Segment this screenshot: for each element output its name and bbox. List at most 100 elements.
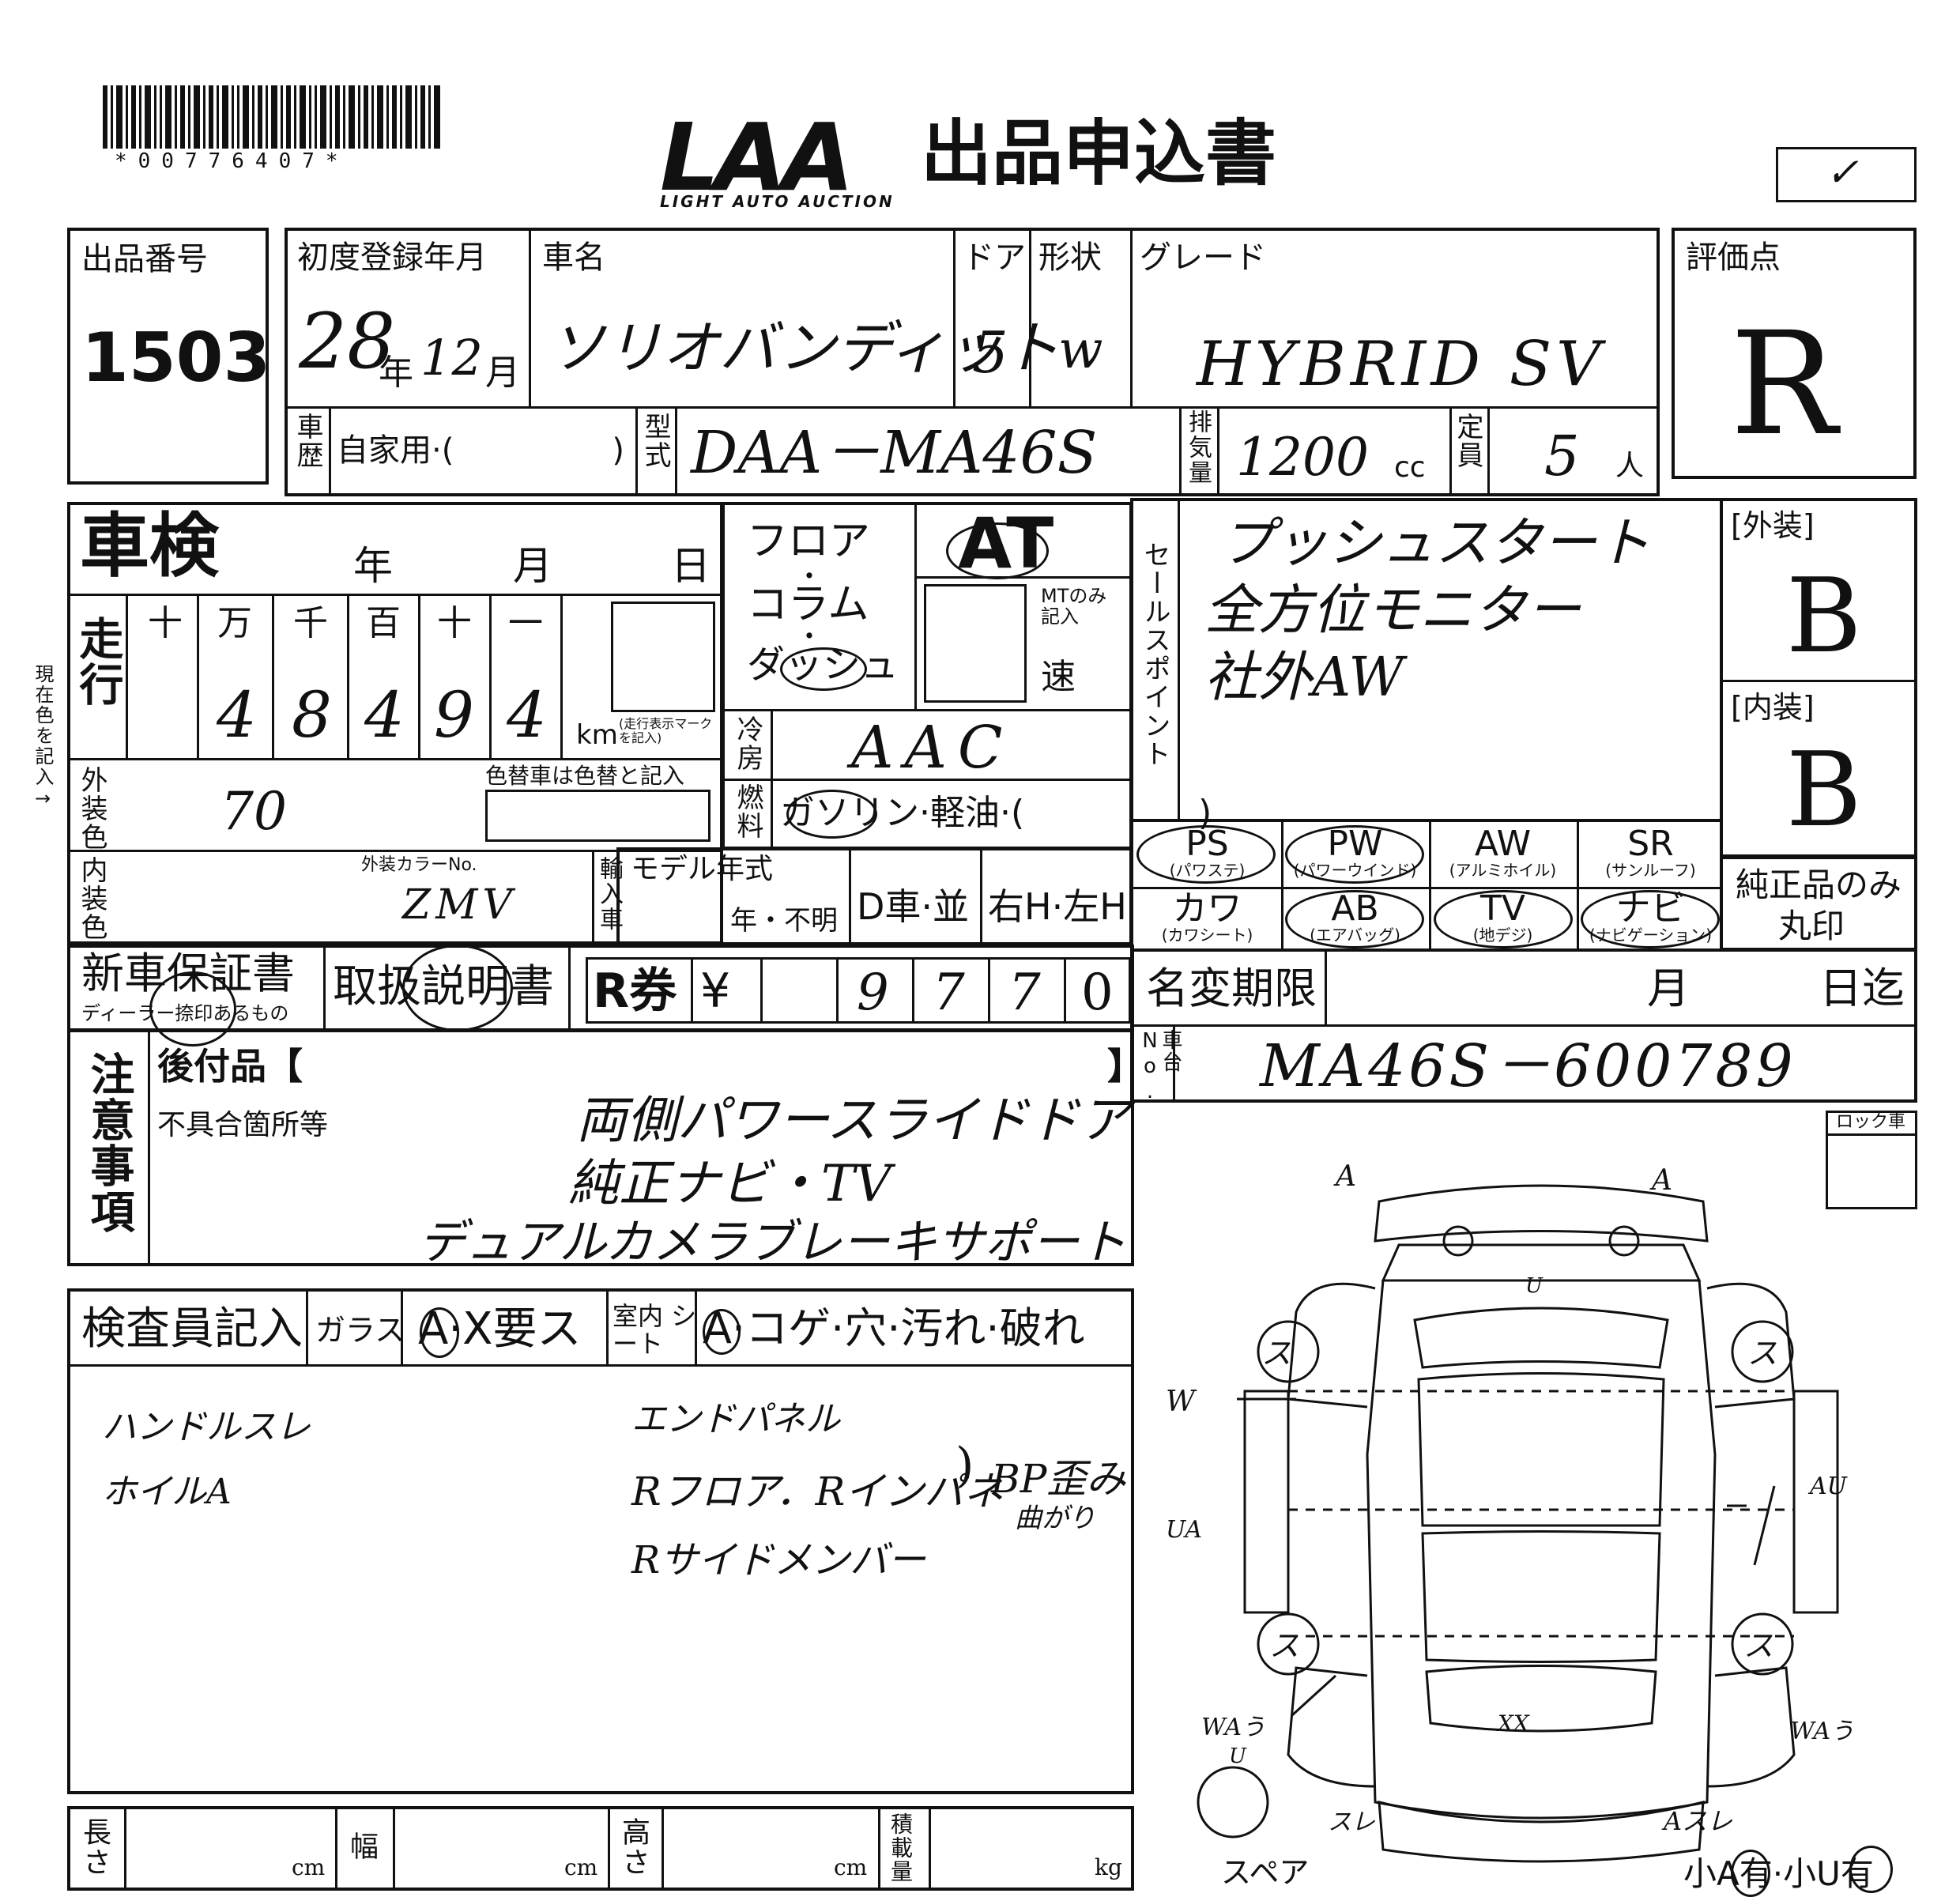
mileage-header: 百 [366,603,401,643]
notes-label: 注意事項 [83,1051,134,1235]
equip-circle [1285,890,1424,948]
mileage-header: 十 [437,603,472,643]
car-name: ソリオバンディット [548,315,1060,381]
right-side-panel [1792,1390,1839,1614]
rear-bumper [1378,1801,1705,1863]
repaint-note: 色替車は色替と記入 [485,763,685,789]
recycle-digit: 7 [933,964,965,1022]
retrofit-label: 後付品【 [157,1045,303,1088]
diagram-mark: ス [1743,1628,1773,1663]
inspection-block: 車検 年 月 日 走行 十 万 千 百 十 一 4 8 4 9 4 km (走行… [67,502,723,945]
note-line: 純正ナビ・TV [568,1155,891,1213]
diagram-mark: U [1525,1274,1544,1298]
diagram-mark: WAう [1201,1714,1265,1741]
mileage-label: 走行 [72,616,123,707]
load-label: 積載量 [888,1812,914,1884]
interior-options: A·コゲ·穴·汚れ·破れ [703,1303,1085,1353]
equip-leather: カワ(カワシート) [1161,888,1253,945]
diagram-mark: U [1229,1744,1247,1768]
bracket: ) [956,1438,974,1493]
model-code: DAA－MA46S [691,419,1098,487]
diagram-mark: A [1333,1160,1356,1193]
genuine-note-2: 丸印 [1778,907,1845,945]
recycle-digit: 7 [1008,964,1041,1022]
mileage-header: 一 [508,603,543,643]
shift-column: コラム [747,581,869,628]
inspector-note: ハンドルスレ [102,1407,311,1447]
front-right-fender [1706,1282,1796,1409]
mileage-header: 千 [293,603,328,643]
grade-box: [外装] B [内装] B [1720,498,1917,858]
interior-label: 室内 シート [612,1301,697,1360]
month-unit: 月 [485,353,520,393]
mt-note: MTのみ 記入 [1041,585,1107,628]
windshield [1413,1307,1669,1369]
barcode [103,85,440,149]
model-code-label: 型式 [639,413,671,470]
aircon-label: 冷房 [732,715,763,772]
logo-tagline: LIGHT AUTO AUCTION [660,192,895,211]
lot-label: 出品番号 [81,241,208,277]
glass-label: ガラス [315,1313,405,1348]
manual-circle [402,945,513,1031]
mark-line [1291,1674,1337,1717]
docs-row: 新車保証書 ディーラー捺印あるもの 取扱説明書 R券 ¥ 9 7 7 0 [67,945,1134,1047]
body-shape-value: w [1058,319,1103,380]
shift-floor: フロア [747,518,871,565]
check-box: ✓ [1776,147,1917,202]
capacity-value: 5 [1544,424,1580,488]
warranty-circle [149,971,236,1047]
equip-circle [1581,890,1720,948]
rear-right-fender [1706,1666,1796,1788]
first-reg-year: 28 [299,297,396,386]
exterior-grade-label: [外装] [1731,508,1815,543]
capacity-label: 定員 [1452,413,1483,470]
inspection-month: 月 [513,543,552,589]
mileage-digit: 4 [507,678,547,752]
name-change-label: 名変期限 [1146,964,1317,1013]
lock-box: ロック車 [1826,1111,1917,1209]
mileage-digit: 9 [434,678,474,752]
equip-sr: SR(サンルーフ) [1605,824,1696,880]
diagram-mark: Aスレ [1661,1806,1732,1836]
dealer-type: D車·並 [857,885,970,928]
first-reg-label: 初度登録年月 [297,239,487,276]
wheel-front-left [1257,1320,1320,1383]
first-reg-month: 12 [420,329,483,387]
recycle-digit: 9 [857,964,889,1022]
recycle-label: R券 [593,964,677,1019]
score-label: 評価点 [1686,239,1781,276]
interior-grade: B [1786,730,1862,850]
side-note: 現在色を記入→ [32,664,54,811]
mileage-digit: 4 [364,678,405,752]
diagram-mark: UA [1166,1516,1202,1544]
model-year-value: 年・不明 [730,905,838,937]
lot-box: 出品番号 1503 [67,228,270,485]
fuel-circle [786,790,877,839]
diagram-mark: WAう [1790,1718,1854,1745]
length-label: 長さ [78,1817,111,1877]
defects-label: 不具合箇所等 [157,1109,329,1141]
interior-grade-label: [内装] [1731,690,1815,725]
equipment-box: PS(パワステ) PW(パワーウインド) AW(アルミホイル) SR(サンルーフ… [1130,819,1723,952]
lock-label: ロック車 [1836,1112,1906,1132]
diagram-mark: ス [1261,1336,1291,1371]
inspector-box: 検査員記入 ガラス A·X要ス 室内 シート A·コゲ·穴·汚れ·破れ ハンドル… [67,1288,1134,1794]
year-unit: 年 [379,353,413,393]
mileage-unit: km [576,719,618,751]
fuel-label: 燃料 [732,783,763,840]
barcode-number: *00776407* [115,149,349,173]
sales-point-line: プッシュスタート [1220,512,1651,575]
inspector-note: Rフロア．Rインパネ [631,1469,1004,1514]
note-line: 両側パワースライドドア [576,1092,1130,1150]
wheel-front-right [1731,1320,1794,1383]
chassis-number: MA46S－600789 [1260,1032,1796,1100]
diagram-mark: ス [1269,1628,1299,1663]
aircon-value: AAC [851,714,1014,782]
grade-label: グレード [1140,239,1266,276]
note-line: デュアルカメラブレーキサポート [418,1215,1127,1270]
dash-circle [780,647,867,691]
wheel-rear-right [1731,1612,1794,1676]
ext-color-label: 外装色 [76,766,107,851]
